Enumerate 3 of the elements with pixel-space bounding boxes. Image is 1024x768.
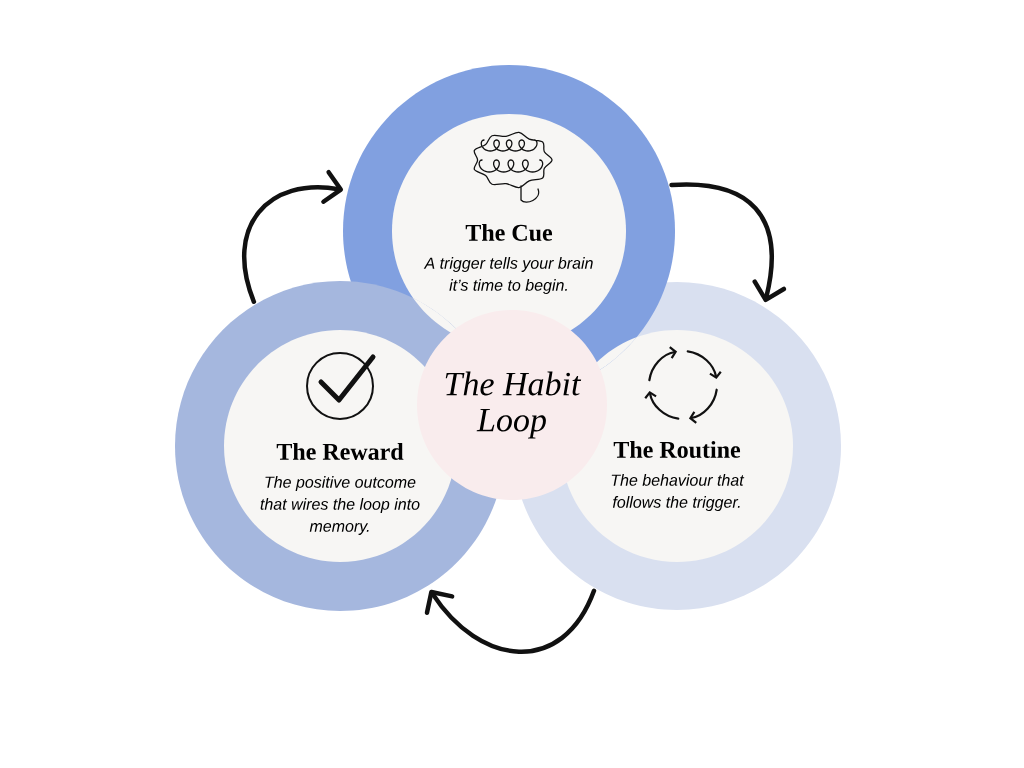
curved-arrow <box>669 182 787 303</box>
curved-arrow <box>424 588 597 654</box>
curved-arrow <box>242 169 344 305</box>
